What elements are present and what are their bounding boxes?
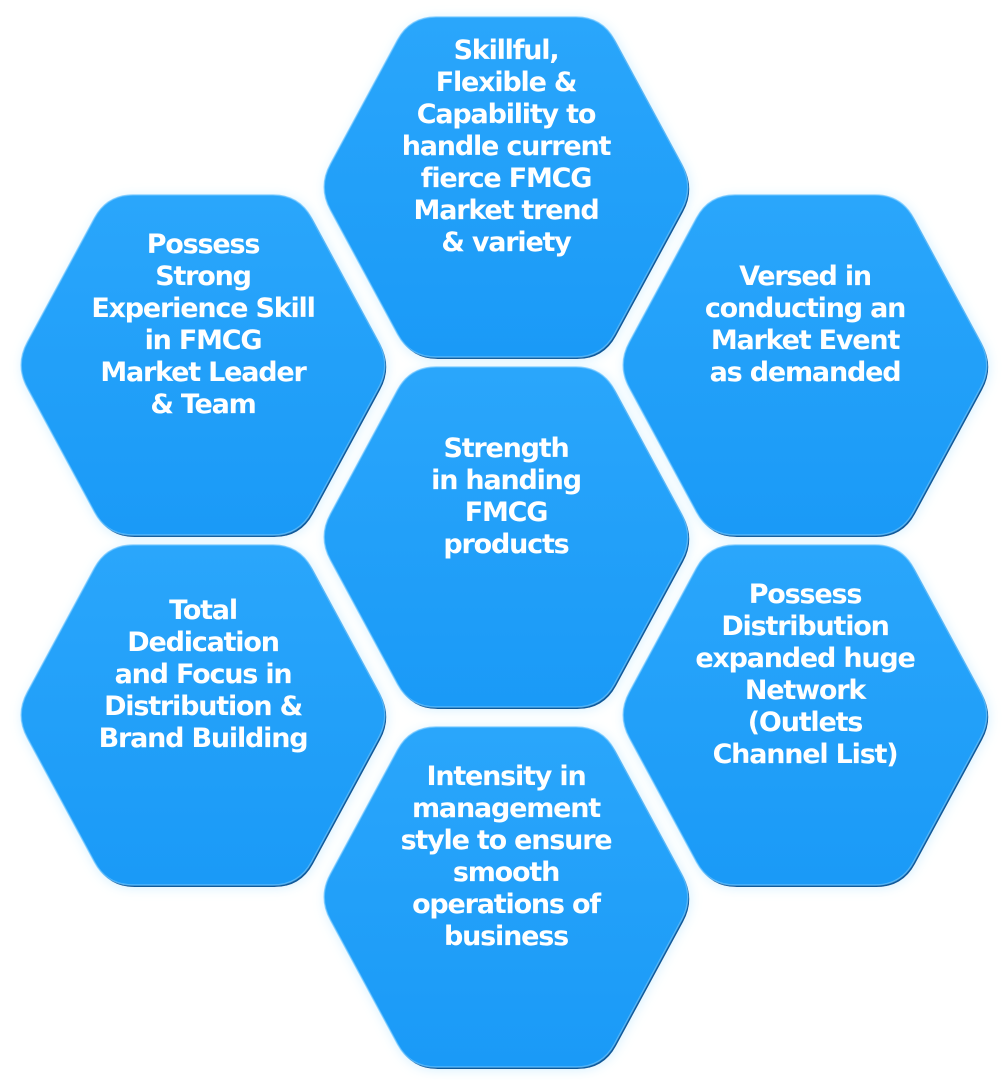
hexagon-body (324, 367, 688, 707)
hexagon-highlight (20, 544, 386, 886)
hexagon-body (21, 545, 385, 885)
hexagon-body (623, 195, 987, 535)
hexagon-lower-right (622, 544, 989, 887)
hexagon-body (324, 727, 688, 1067)
hexagon-upper-left (20, 194, 387, 537)
hexagon-highlight (323, 726, 689, 1068)
hexagon-body (21, 195, 385, 535)
hexagon-upper-right (622, 194, 989, 537)
hexagon-highlight (323, 366, 689, 708)
hexagon-top (323, 16, 690, 359)
hexagon-lower-left (20, 544, 387, 887)
hexagon-center (323, 366, 690, 709)
hexagon-highlight (622, 544, 988, 886)
hexagon-highlight (20, 194, 386, 536)
hexagon-highlight (622, 194, 988, 536)
hexagon-body (324, 17, 688, 357)
hexagon-bottom (323, 726, 690, 1069)
hexagon-highlight (323, 16, 689, 358)
hexagon-body (623, 545, 987, 885)
